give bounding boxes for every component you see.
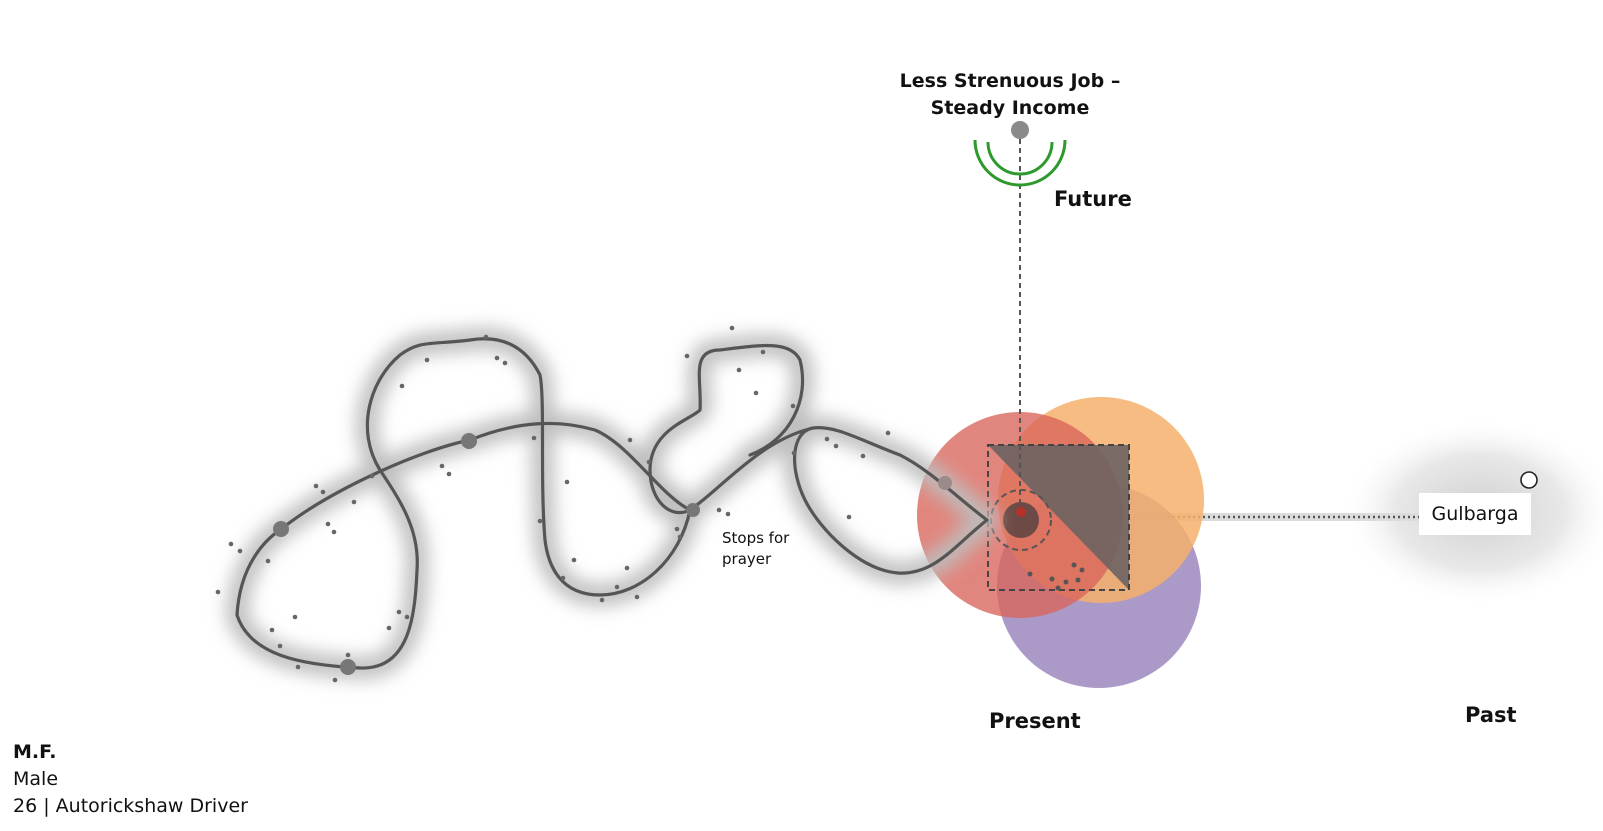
path-annotation-line1: Stops for xyxy=(722,529,790,547)
present-dots xyxy=(1027,562,1085,591)
person-details: 26 | Autorickshaw Driver xyxy=(13,795,248,817)
future-signal-icon xyxy=(973,139,1067,187)
person-gender: Male xyxy=(13,768,59,790)
present-square-shade xyxy=(988,445,1129,590)
journey-path-glow xyxy=(226,327,998,679)
journey-nodes xyxy=(273,433,952,675)
path-annotation: Stops for prayer xyxy=(722,528,789,570)
past-marker-icon xyxy=(1520,471,1538,489)
future-goal-line2: Steady Income xyxy=(930,97,1090,119)
present-core-center xyxy=(1016,507,1026,517)
present-label: Present xyxy=(989,709,1081,733)
future-goal-line1: Less Strenuous Job – xyxy=(899,70,1121,92)
future-label: Future xyxy=(1054,187,1132,211)
journey-path xyxy=(235,337,989,670)
person-name: M.F. xyxy=(13,741,57,763)
future-goal-label: Less Strenuous Job – Steady Income xyxy=(860,68,1160,122)
journey-scatter-dots xyxy=(215,325,891,683)
future-goal-dot xyxy=(1011,121,1029,139)
present-core-icon xyxy=(1003,502,1039,538)
past-place-label: Gulbarga xyxy=(1419,493,1531,535)
present-square xyxy=(987,444,1130,591)
past-label: Past xyxy=(1465,703,1517,727)
path-annotation-line2: prayer xyxy=(722,550,772,568)
person-info: M.F. Male 26 | Autorickshaw Driver xyxy=(13,739,248,820)
